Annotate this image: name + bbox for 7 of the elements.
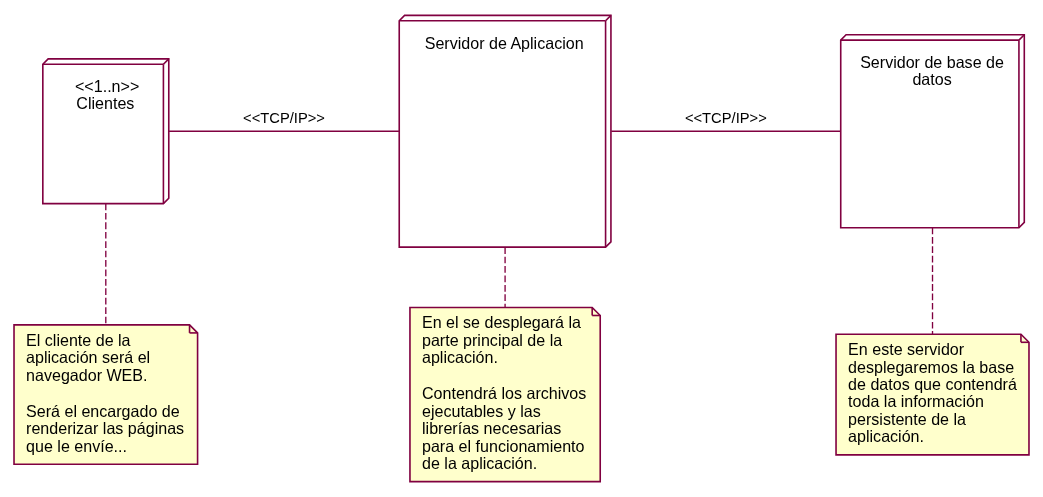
edge-label: <<TCP/IP>>: [243, 109, 325, 126]
connector: [610, 130, 842, 132]
connector: [931, 227, 934, 335]
connector: [105, 203, 107, 326]
connector: [168, 130, 400, 132]
edge-label: <<TCP/IP>>: [684, 109, 767, 126]
connector: [504, 246, 506, 308]
